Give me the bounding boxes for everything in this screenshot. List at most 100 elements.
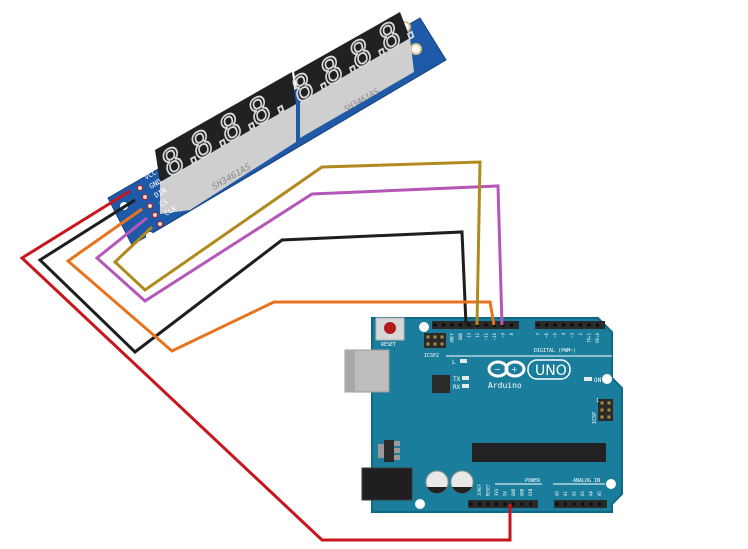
reset-button-cap[interactable]: [384, 322, 396, 334]
icsp-pin[interactable]: [440, 335, 444, 339]
pin-label: GND: [511, 488, 516, 496]
header-pin[interactable]: [486, 502, 490, 506]
header-pin[interactable]: [433, 323, 437, 327]
uno-badge: [527, 359, 571, 380]
wires: [19, 160, 512, 542]
icsp-pin[interactable]: [607, 401, 611, 405]
header-pin[interactable]: [545, 323, 548, 327]
header-pin[interactable]: [493, 323, 496, 327]
header-pin[interactable]: [529, 502, 532, 506]
analog-header-body: [554, 500, 607, 508]
pin-pad-din[interactable]: [147, 203, 153, 209]
pin-label: AREF: [450, 332, 455, 342]
reset-label: RESET: [381, 342, 396, 348]
header-pin[interactable]: [572, 502, 576, 506]
header-pin[interactable]: [503, 502, 507, 506]
analog-label: ANALOG IN: [573, 478, 600, 484]
pin-label: ~5: [553, 332, 558, 337]
usb-port-inner: [345, 350, 355, 392]
icsp-pin[interactable]: [600, 401, 604, 405]
header-pin[interactable]: [581, 502, 584, 506]
icsp-pin[interactable]: [607, 408, 611, 412]
header-pin[interactable]: [459, 323, 462, 327]
header-pin[interactable]: [512, 502, 515, 506]
pin-pad-cs[interactable]: [152, 212, 158, 218]
header-pin[interactable]: [510, 323, 513, 327]
pin-pad-clk[interactable]: [157, 221, 163, 227]
pin-label: 2: [578, 332, 583, 335]
pin-label: ~10: [492, 332, 497, 340]
digit-block-right: [294, 12, 410, 102]
pin-label: ~3: [570, 332, 575, 337]
icsp2-header: [424, 333, 446, 348]
power-header-body: [468, 500, 538, 508]
led-tx: [462, 376, 469, 380]
icsp-pin[interactable]: [600, 408, 604, 412]
header-pin[interactable]: [501, 323, 505, 327]
led-on: [584, 377, 592, 381]
digit-block-side: [300, 38, 414, 138]
header-pin[interactable]: [478, 502, 481, 506]
icsp-pin[interactable]: [607, 415, 611, 419]
header-pin[interactable]: [570, 323, 574, 327]
icsp-pin[interactable]: [426, 335, 430, 339]
voltage-regulator: [384, 440, 394, 462]
icsp-pin[interactable]: [600, 415, 604, 419]
header-pin[interactable]: [598, 502, 601, 506]
wire-vcc-to-5v[interactable]: [19, 189, 512, 542]
icsp-pin[interactable]: [440, 342, 444, 346]
header-pin[interactable]: [555, 502, 559, 506]
icsp-pin[interactable]: [433, 335, 437, 339]
header-pin[interactable]: [467, 323, 471, 327]
header-pin[interactable]: [562, 323, 565, 327]
capacitor-stripe: [452, 487, 472, 494]
wire-cs-to-10[interactable]: [94, 184, 504, 326]
pin-label: GND: [520, 488, 525, 496]
led-rx-label: RX: [453, 384, 461, 391]
pin-label: ~6: [544, 332, 549, 337]
icsp-pin[interactable]: [433, 342, 437, 346]
led-l-label: L: [452, 359, 456, 366]
icsp-header: [598, 399, 613, 421]
regulator-pin: [394, 448, 400, 453]
header-pin[interactable]: [564, 502, 567, 506]
pin-label: TX▸1: [587, 332, 592, 342]
header-pin[interactable]: [536, 323, 540, 327]
logo-infinity-right: [504, 360, 526, 378]
mount-hole: [419, 322, 429, 332]
header-pin[interactable]: [484, 323, 488, 327]
pin-label: 4: [561, 332, 566, 335]
pin-pad-gnd[interactable]: [142, 194, 148, 200]
pin-label: A5: [597, 491, 602, 496]
regulator-pin: [394, 441, 400, 446]
pin-label: VIN: [528, 488, 533, 496]
header-pin[interactable]: [495, 502, 498, 506]
header-pin[interactable]: [553, 323, 557, 327]
header-pin[interactable]: [520, 502, 524, 506]
wire-clk-to-13[interactable]: [112, 160, 482, 326]
header-pin[interactable]: [587, 323, 591, 327]
icsp-pin[interactable]: [426, 342, 430, 346]
header-pin[interactable]: [442, 323, 445, 327]
pin-label: A0: [555, 491, 560, 496]
pin-label: RESET: [486, 483, 491, 496]
header-pin[interactable]: [579, 323, 582, 327]
header-pin[interactable]: [469, 502, 473, 506]
pin-label: 5V: [503, 491, 508, 496]
wire-gnd-to-gnd[interactable]: [37, 198, 468, 354]
pin-label: GND: [458, 332, 463, 340]
wire-din-to-11[interactable]: [65, 207, 496, 353]
regulator-pin: [394, 455, 400, 460]
usb-chip: [432, 375, 450, 393]
header-pin[interactable]: [589, 502, 593, 506]
header-pin[interactable]: [596, 323, 599, 327]
icsp-label: ICSP: [592, 412, 598, 424]
pin-label: 8: [509, 332, 514, 335]
header-pin[interactable]: [450, 323, 454, 327]
pin-label: RX◂0: [595, 332, 600, 342]
pin-pad-vcc[interactable]: [137, 185, 143, 191]
